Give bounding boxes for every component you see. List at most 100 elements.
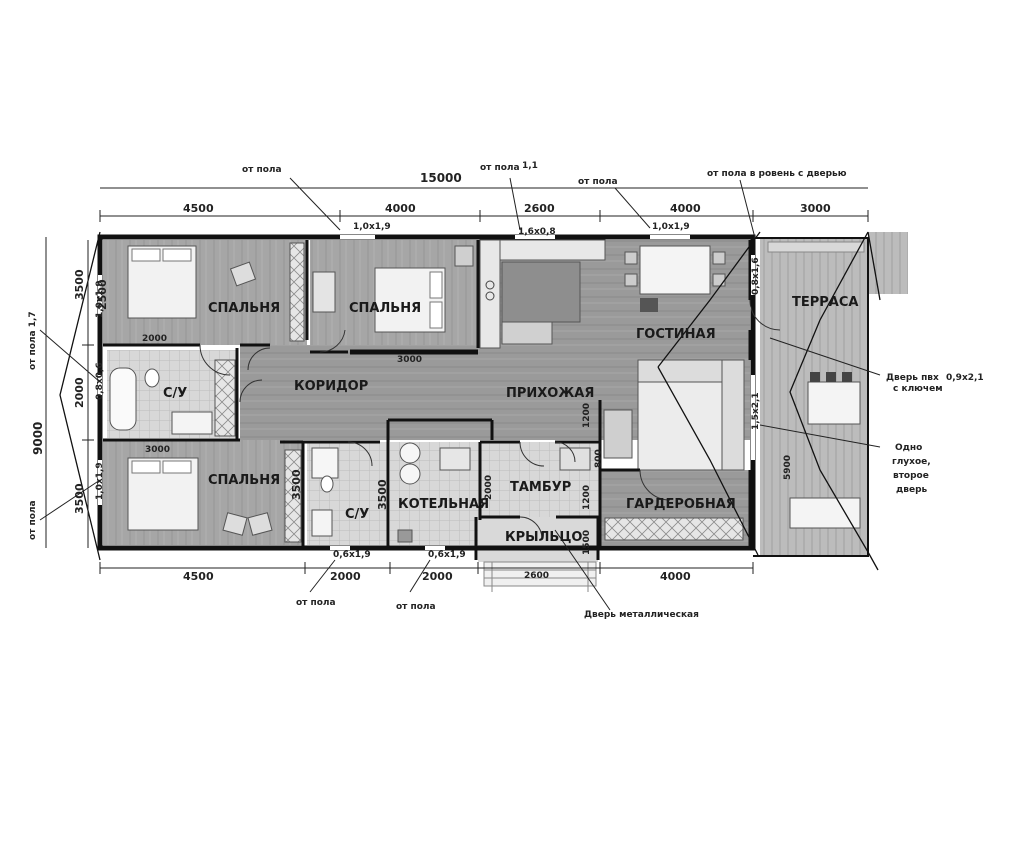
dim-vestibule-height: 2000 <box>484 475 494 500</box>
note-pvc-door-2: с ключем <box>893 384 943 394</box>
note-blind-1: Одно <box>895 443 922 453</box>
window-labels: 1,0х1,9 1,6х0,8 1,0х1,9 1,0х1,9 0,8х0,6 … <box>95 222 761 560</box>
kitchen-counter-icon <box>479 239 501 349</box>
dim-wc2-height: 3500 <box>376 479 389 510</box>
roof-gables <box>59 231 881 571</box>
shower-icon <box>311 447 339 479</box>
bathtub-icon <box>109 367 137 431</box>
room-label-bedroom3: СПАЛЬНЯ <box>208 473 280 488</box>
dim-bottom-2: 2000 <box>330 570 361 583</box>
armchair-icon <box>222 512 248 536</box>
note-bottom2: от пола <box>396 602 436 612</box>
dim-top-4: 4000 <box>670 202 701 215</box>
room-label-bedroom1: СПАЛЬНЯ <box>208 301 280 316</box>
room-label-boiler: КОТЕЛЬНАЯ <box>398 497 489 512</box>
dim-bath-width: 2000 <box>142 334 167 344</box>
window-label-right-mid: 1,5х2,1 <box>751 392 761 430</box>
dimension-lines <box>39 177 881 611</box>
dim-porch-1200: 1200 <box>582 485 592 510</box>
note-blind-2: глухое, <box>892 457 931 467</box>
closet-icon <box>284 449 302 543</box>
dim-left-2500: 2500 <box>96 279 109 310</box>
dim-1500: 1500 <box>582 530 592 555</box>
room-label-bath2: С/У <box>345 507 369 522</box>
closet-icon <box>289 242 305 342</box>
sink-icon <box>311 509 333 537</box>
terrace-table-icon <box>807 381 861 425</box>
window-label-bottom1: 0,6х1,9 <box>333 550 371 560</box>
walls <box>97 234 869 560</box>
window-label-left1: 1,0х1,9 <box>95 280 105 318</box>
notes: от пола от пола 1,1 от пола от пола в ро… <box>28 161 984 620</box>
room-label-wardrobe: ГАРДЕРОБНАЯ <box>626 497 736 512</box>
outer-dimensions: 15000 4500 4000 2600 4000 3000 4500 2000… <box>31 171 831 583</box>
dim-total-width: 15000 <box>420 171 462 185</box>
dim-left-3: 3500 <box>73 483 86 514</box>
dim-left-2: 2000 <box>73 377 86 408</box>
window-label-top3: 1,0х1,9 <box>652 222 690 232</box>
porch-floor <box>478 517 598 562</box>
terrace-steps <box>868 232 908 294</box>
note-pvc-door-1: Дверь пвх <box>886 373 939 383</box>
room-label-bath1: С/У <box>163 386 187 401</box>
sink-icon <box>171 411 213 435</box>
dim-top-2: 4000 <box>385 202 416 215</box>
room-label-terrace: ТЕРРАСА <box>792 295 858 310</box>
dim-hall-1200: 1200 <box>582 403 592 428</box>
room-label-bedroom2: СПАЛЬНЯ <box>349 301 421 316</box>
dim-top-5: 3000 <box>800 202 831 215</box>
window-label-left3: 1,0х1,9 <box>95 462 105 500</box>
room-label-living: ГОСТИНАЯ <box>636 327 716 342</box>
room-label-porch: КРЫЛЬЦО <box>505 530 582 545</box>
furniture <box>109 239 865 543</box>
window-label-bottom2: 0,6х1,9 <box>428 550 466 560</box>
kitchen-island-icon <box>501 261 581 323</box>
tv-stand-icon <box>603 409 633 459</box>
note-left-bottom: от пола <box>28 500 38 540</box>
note-pvc-size: 0,9х2,1 <box>946 373 984 383</box>
armchair-icon <box>229 261 257 287</box>
inner-dimensions: 2000 3000 3000 3500 3500 2000 1200 1200 … <box>96 279 793 555</box>
toilet-icon <box>144 368 160 388</box>
note-metal-door: Дверь металлическая <box>584 610 699 620</box>
window-label-top1: 1,0х1,9 <box>353 222 391 232</box>
note-top-right: от пола <box>578 177 618 187</box>
note-blind-4: дверь <box>896 485 928 495</box>
dim-bed3-width: 3000 <box>145 445 170 455</box>
toilet-icon <box>320 475 334 493</box>
boiler-icon <box>399 442 421 464</box>
window-label-left2: 0,8х0,6 <box>95 362 105 400</box>
porch-steps <box>483 561 597 592</box>
window-label-top2: 1,6х0,8 <box>518 227 556 237</box>
note-top-left: от пола <box>242 165 282 175</box>
dim-top-1: 4500 <box>183 202 214 215</box>
dim-bottom-5: 4000 <box>660 570 691 583</box>
note-blind-3: второе <box>893 471 929 481</box>
door-swings <box>199 299 781 540</box>
room-label-hall: ПРИХОЖАЯ <box>506 386 594 401</box>
dim-top-3: 2600 <box>524 202 555 215</box>
dim-800: 800 <box>594 449 604 468</box>
note-bottom1: от пола <box>296 598 336 608</box>
dim-left-1: 3500 <box>73 269 86 300</box>
room-label-corridor: КОРИДОР <box>294 379 368 394</box>
desk-icon <box>312 271 336 313</box>
dim-wc-height: 3500 <box>290 469 303 500</box>
note-top-mid: от пола <box>480 163 520 173</box>
terrace-bench-icon <box>789 497 861 529</box>
dim-bed2-width: 3000 <box>397 355 422 365</box>
note-top-far: от пола в ровень с дверью <box>707 169 847 179</box>
wardrobe-rack-icon <box>604 517 744 541</box>
dim-bottom-4: 2600 <box>524 571 549 581</box>
dim-bottom-3: 2000 <box>422 570 453 583</box>
window-label-right-top: 0,8х1,6 <box>751 257 761 295</box>
room-labels: СПАЛЬНЯ СПАЛЬНЯ СПАЛЬНЯ С/У С/У КОРИДОР … <box>163 295 858 545</box>
dining-table-icon <box>639 245 711 295</box>
dim-total-height: 9000 <box>31 422 45 455</box>
note-top-mid-value: 1,1 <box>522 161 538 171</box>
dim-terrace-5900: 5900 <box>783 455 793 480</box>
room-label-vestibule: ТАМБУР <box>510 480 571 495</box>
note-left-top: от пола 1,7 <box>28 311 38 370</box>
dim-bottom-1: 4500 <box>183 570 214 583</box>
